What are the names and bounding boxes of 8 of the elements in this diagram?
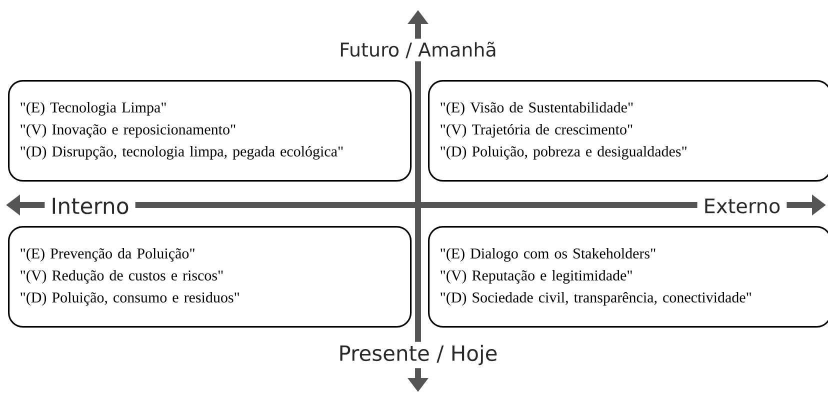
axis-label: Futuro / Amanhã <box>333 38 503 62</box>
quadrant-box: "(E) Tecnologia Limpa" "(V) Inovação e reposicionamento" "(D) Disrupção, tecnologia limpa, pegada ecológica" <box>8 80 412 182</box>
quadrant-box: "(E) Dialogo com os Stakeholders" "(V) Reputação e legitimidade" "(D) Sociedade civil, transparência, conectividade" <box>428 226 828 328</box>
axis-label: Presente / Hoje <box>332 342 504 368</box>
quadrant-box: "(E) Visão de Sustentabilidade" "(V) Trajetória de crescimento" "(D) Poluição, pobreza e desigualdades" <box>428 80 828 182</box>
axis-label: Externo <box>697 196 787 216</box>
quadrant-box: "(E) Prevenção da Poluição" "(V) Redução de custos e riscos" "(D) Poluição, consumo e residuos" <box>8 226 412 328</box>
axis-label: Interno <box>44 194 136 218</box>
